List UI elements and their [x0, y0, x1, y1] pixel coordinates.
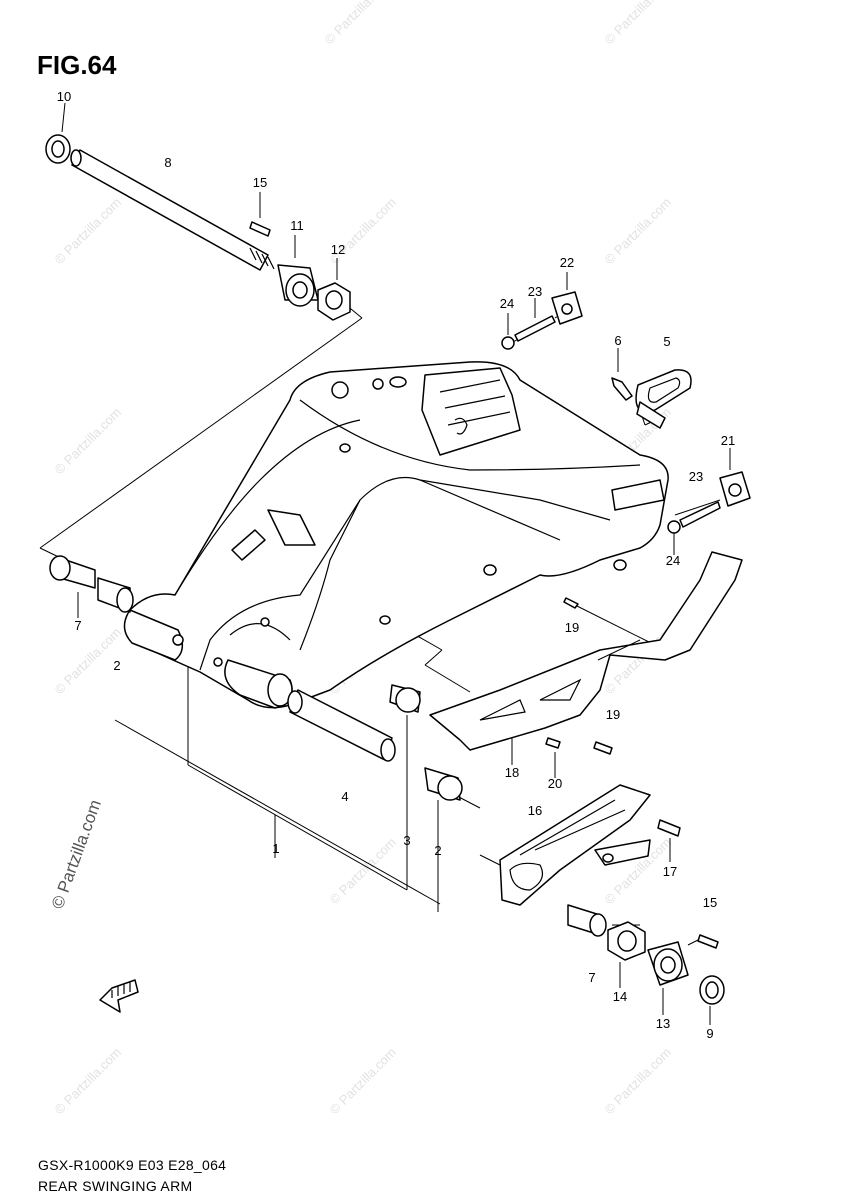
callout-4: 4: [341, 789, 348, 804]
callout-10: 10: [57, 89, 71, 104]
callout-19: 19: [565, 620, 579, 635]
part-17-bolt: [657, 819, 681, 862]
callout-22: 22: [560, 255, 574, 270]
part-22-block: [551, 272, 583, 325]
part-20-screw: [545, 737, 613, 778]
part-12-lock-nut: [317, 258, 351, 321]
callout-18: 18: [505, 765, 519, 780]
part-24-washer-lower: [667, 520, 681, 555]
callout-24: 24: [666, 553, 680, 568]
callout-6: 6: [614, 333, 621, 348]
watermark-text: © Partzilla.com: [327, 1045, 400, 1118]
callout-5: 5: [663, 334, 670, 349]
part-14-nut: [607, 921, 646, 988]
part-5-hook-bracket: [635, 369, 692, 429]
callout-13: 13: [656, 1016, 670, 1031]
part-3-bearing: [389, 684, 421, 713]
callout-2: 2: [434, 843, 441, 858]
callout-14: 14: [613, 989, 627, 1004]
part-23-bolt-upper: [514, 298, 556, 342]
callout-labels: 10 8 15 11 12 22 24 23 6 5 21 23 24 7 2 …: [57, 89, 735, 1041]
callout-24: 24: [500, 296, 514, 311]
model-code: GSX-R1000K9 E03 E28_064: [38, 1157, 227, 1173]
part-2-bearing-right: [424, 767, 463, 801]
figure-label: FIG.64: [37, 50, 117, 80]
watermark-text: © Partzilla.com: [52, 195, 125, 268]
watermark-text: © Partzilla.com: [602, 195, 675, 268]
part-4-spacer-tube: [287, 689, 396, 762]
part-9-cap: [699, 975, 725, 1025]
part-24-washer-upper: [501, 313, 515, 350]
part-11-adjuster: [277, 235, 319, 307]
watermark-main: © Partzilla.com: [48, 797, 105, 911]
part-1-swing-arm: [123, 361, 669, 709]
part-13-adjuster: [647, 941, 689, 1015]
callout-20: 20: [548, 776, 562, 791]
callout-2: 2: [113, 658, 120, 673]
part-21-block: [719, 448, 751, 507]
callout-8: 8: [164, 155, 171, 170]
forward-arrow-icon: [99, 979, 139, 1013]
part-7-collar-right: [567, 904, 607, 937]
watermark-text: © Partzilla.com: [602, 1045, 675, 1118]
part-16-chain-slider: [499, 784, 651, 906]
watermark-text: © Partzilla.com: [602, 0, 675, 47]
callout-3: 3: [403, 833, 410, 848]
callout-17: 17: [663, 864, 677, 879]
callout-12: 12: [331, 242, 345, 257]
callout-9: 9: [706, 1026, 713, 1041]
callout-7: 7: [74, 618, 81, 633]
callout-1: 1: [272, 841, 279, 856]
part-2-bearing-left: [97, 577, 134, 613]
part-19-chain-guard: [429, 551, 743, 751]
callout-7: 7: [588, 970, 595, 985]
callout-23: 23: [528, 284, 542, 299]
callout-16: 16: [528, 803, 542, 818]
diagram-title: REAR SWINGING ARM: [38, 1178, 193, 1194]
callout-15: 15: [253, 175, 267, 190]
watermark-text: © Partzilla.com: [52, 405, 125, 478]
part-8-pivot-shaft: [70, 149, 275, 271]
callout-19: 19: [606, 707, 620, 722]
part-6-bolt: [611, 348, 633, 401]
part-15-bolt-lower: [697, 934, 719, 949]
watermark-text: © Partzilla.com: [322, 0, 395, 47]
watermark-text: © Partzilla.com: [52, 1045, 125, 1118]
part-19-screw: [563, 597, 579, 609]
part-15-bolt-top: [249, 192, 271, 237]
callout-15: 15: [703, 895, 717, 910]
part-23-bolt-lower: [679, 501, 721, 528]
part-10-cap: [45, 134, 71, 164]
callout-11: 11: [290, 218, 304, 233]
callout-21: 21: [721, 433, 735, 448]
callout-23: 23: [689, 469, 703, 484]
part-7-collar-left: [49, 555, 96, 618]
